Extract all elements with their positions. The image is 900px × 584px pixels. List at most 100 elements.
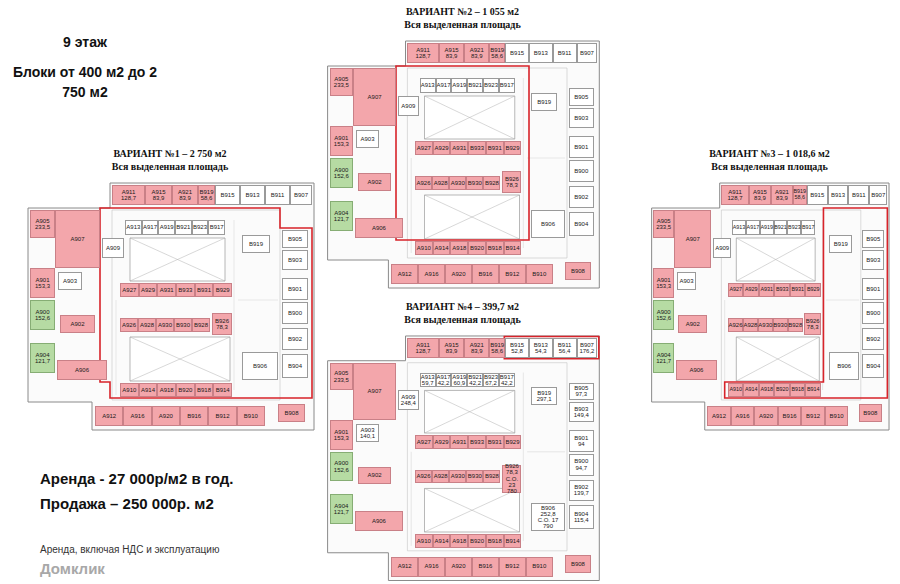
unit-number: B916 [783,413,797,419]
unit-number: B923 [788,225,801,231]
office-unit: B901 [282,278,308,300]
office-unit: A929 [139,283,158,297]
office-unit: B900 [862,302,884,324]
unit-number: A917 [747,225,760,231]
unit-number: B926 [505,176,519,182]
office-unit: A909 [713,238,731,258]
office-unit: B914 [504,534,522,548]
unit-area: 83,9 [754,195,766,201]
office-unit: B904 [282,354,308,378]
unit-area: 58,6 [491,348,503,354]
unit-area: 58,6 [491,53,503,59]
office-unit: B923 [483,78,499,93]
unit-number: A907 [686,236,700,242]
office-unit: A910 [120,383,139,397]
unit-number: B910 [532,563,546,569]
unit-number: A912 [102,413,116,419]
unit-number: B903 [574,406,588,412]
unit-number: B913 [534,50,548,56]
unit-number: A909 [401,394,415,400]
unit-number: B920 [776,387,789,393]
office-unit: A917 [142,220,159,235]
unit-number: A903 [679,278,693,284]
office-unit: B923 [787,220,801,235]
unit-number: A916 [425,563,439,569]
office-unit: A904121,7 [330,201,354,231]
office-unit: B910 [526,557,553,577]
unit-number: A911 [728,189,742,195]
unit-number: B913 [245,192,259,198]
office-unit: B906 [242,352,278,380]
unit-number: B930 [176,322,190,328]
unit-number: B914 [506,245,520,251]
unit-area: 56,4 [559,348,571,354]
unit-number: A917 [436,82,450,88]
office-unit: A92183,9 [771,185,793,205]
office-unit: B92678,3 С.О. 23 780 [502,465,521,493]
office-unit: A907 [353,363,396,420]
unit-number: B931 [488,145,502,151]
unit-number: B907 [871,192,885,198]
office-unit: A930 [758,318,773,332]
unit-number: B904 [866,363,880,369]
unit-number: A910 [417,245,431,251]
unit-number: B933 [470,439,484,445]
office-unit: A926 [415,470,432,484]
office-unit: B920 [468,534,486,548]
office-unit: B908 [565,262,591,280]
office-unit: A904121,7 [30,343,55,373]
office-unit: A902 [60,315,95,333]
office-unit: A903 [58,272,82,290]
office-unit: B918 [195,383,214,397]
unit-number: A902 [70,321,84,327]
unit-number: B912 [505,563,519,569]
unit-number: A931 [452,439,466,445]
office-unit: B915 [505,43,529,63]
unit-number: A906 [75,367,89,373]
unit-number: A926 [122,322,136,328]
unit-number: A927 [417,145,431,151]
office-unit: B903149,4 [569,402,594,422]
plan-drawing [328,41,600,288]
unit-number: A911 [416,47,430,53]
office-unit: A91742,2 [436,373,452,388]
office-unit: B913 [529,43,553,63]
unit-area: С.О. 17 790 [532,517,564,530]
unit-number: B917 [500,374,514,380]
unit-number: A905 [334,76,348,82]
plan-heading: ВАРИАНТ №3 – 1 018,6 м2Вся выделенная пл… [645,147,894,173]
unit-number: A901 [35,277,49,283]
office-unit: B91354,3 [529,338,553,358]
office-unit: A918 [759,383,774,397]
unit-area: 83,9 [446,348,458,354]
office-unit: B930 [773,318,788,332]
office-unit: B933 [774,283,789,297]
office-unit: B911 [265,185,290,205]
unit-number: A917 [143,224,157,230]
unit-area: 59,7 [422,380,434,386]
unit-number: A906 [689,367,703,373]
unit-number: B901 [574,144,588,150]
variant-subtitle: Вся выделенная площадь [20,160,320,173]
unit-number: A931 [452,145,466,151]
unit-number: B919 [537,390,551,396]
unit-number: A927 [417,439,431,445]
office-unit: A914 [139,383,158,397]
unit-area: 83,9 [776,195,788,201]
unit-number: B912 [806,413,820,419]
office-unit: B91958,6 [489,43,505,63]
office-unit: B916 [778,406,802,426]
unit-number: B903 [288,257,302,263]
unit-area: 152,6 [35,315,50,321]
unit-number: A917 [436,374,450,380]
office-unit: B920 [176,383,195,397]
office-unit: B910 [237,406,265,426]
office-unit: A92183,9 [464,338,489,358]
unit-number: B928 [788,322,802,328]
floor-plan: ВАРИАНТ №2 – 1 055 м2Вся выделенная площ… [320,3,605,290]
unit-area: 54,3 [535,348,547,354]
office-unit: A919 [158,220,175,235]
unit-number: A906 [372,225,386,231]
unit-number: A902 [686,321,700,327]
price-note: Продажа – 250 000р. м2 [40,493,290,515]
